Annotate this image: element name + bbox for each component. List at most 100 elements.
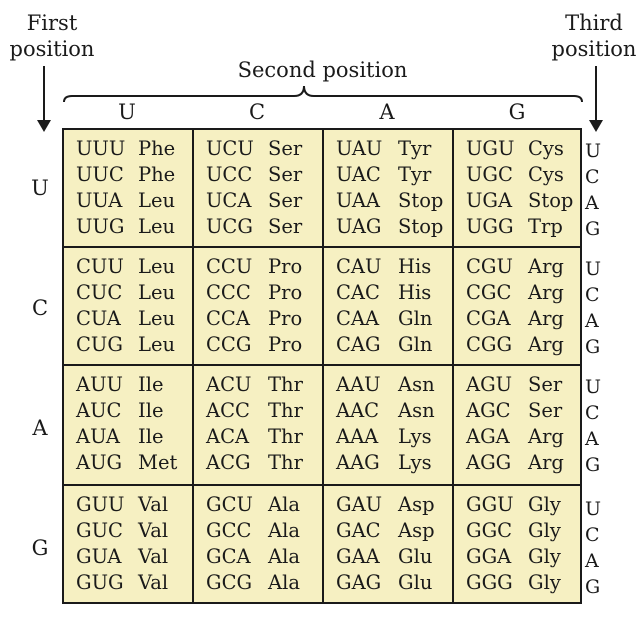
codon-triplet: AGG <box>466 451 512 474</box>
amino-acid: Ser <box>268 215 303 238</box>
amino-acid: Trp <box>528 215 563 238</box>
first-base-a: A <box>32 416 48 440</box>
third-position-label: Third position <box>551 11 637 61</box>
third-base-letter: G <box>585 576 601 598</box>
codon-triplet: UAU <box>336 137 383 160</box>
codon-triplet: UUG <box>76 215 125 238</box>
codon-entry: CUG Leu <box>76 332 192 358</box>
codon-triplet: CUU <box>76 255 124 278</box>
amino-acid: Val <box>138 571 169 594</box>
amino-acid: Thr <box>268 451 303 474</box>
codon-triplet: UGG <box>466 215 514 238</box>
amino-acid: Thr <box>268 425 303 448</box>
third-base-letter: U <box>585 140 602 162</box>
third-base-letter: U <box>585 376 602 398</box>
codon-triplet: GAG <box>336 571 382 594</box>
codon-triplet: CUC <box>76 281 123 304</box>
codon-triplet: CUG <box>76 333 123 356</box>
amino-acid: Stop <box>398 189 444 212</box>
codon-triplet: UAC <box>336 163 381 186</box>
amino-acid: Val <box>138 545 169 568</box>
codon-triplet: GCU <box>206 493 253 516</box>
second-base-g: G <box>508 100 526 124</box>
third-base-letter: G <box>585 454 601 476</box>
first-position-arrow-icon <box>37 66 51 132</box>
codon-triplet: UAA <box>336 189 380 212</box>
codon-entry: GAC Asp <box>336 518 452 544</box>
amino-acid: Arg <box>528 451 564 474</box>
amino-acid: Leu <box>138 333 176 356</box>
amino-acid: Lys <box>398 425 432 448</box>
codon-triplet: GAC <box>336 519 381 542</box>
third-base-letter: C <box>585 524 600 546</box>
codon-triplet: GCA <box>206 545 251 568</box>
amino-acid: His <box>398 255 432 278</box>
third-base-letter: U <box>585 498 602 520</box>
amino-acid: Cys <box>528 137 564 160</box>
second-base-c: C <box>248 100 266 124</box>
amino-acid: Arg <box>528 307 564 330</box>
second-position-label: Second position <box>237 58 408 82</box>
first-base-u: U <box>31 176 49 200</box>
amino-acid: Gln <box>398 333 433 356</box>
amino-acid: Leu <box>138 215 176 238</box>
codon-triplet: UGA <box>466 189 513 212</box>
codon-triplet: GCC <box>206 519 252 542</box>
amino-acid: Ala <box>268 571 300 594</box>
amino-acid: Gly <box>528 545 561 568</box>
amino-acid: Arg <box>528 255 564 278</box>
codon-triplet: UCU <box>206 137 254 160</box>
codon-triplet: UGU <box>466 137 515 160</box>
codon-triplet: ACA <box>206 425 250 448</box>
amino-acid: Asn <box>398 373 435 396</box>
codon-triplet: UGC <box>466 163 513 186</box>
amino-acid: Tyr <box>398 137 432 160</box>
codon-triplet: CCG <box>206 333 252 356</box>
amino-acid: Gly <box>528 493 561 516</box>
codon-triplet: GAA <box>336 545 380 568</box>
codon-triplet: UUU <box>76 137 126 160</box>
amino-acid: Cys <box>528 163 564 186</box>
amino-acid: Leu <box>138 189 176 212</box>
amino-acid: Stop <box>398 215 444 238</box>
first-base-c: C <box>31 296 49 320</box>
amino-acid: Ile <box>138 373 164 396</box>
third-base-letter: C <box>585 166 600 188</box>
amino-acid: Ser <box>268 137 303 160</box>
codon-entry: ACA Thr <box>206 424 322 450</box>
codon-triplet: CCC <box>206 281 251 304</box>
codon-triplet: GGG <box>466 571 513 594</box>
amino-acid: Asp <box>398 519 435 542</box>
amino-acid: Thr <box>268 373 303 396</box>
codon-triplet: ACC <box>206 399 250 422</box>
codon-entry: UGG Trp <box>466 214 580 240</box>
amino-acid: Arg <box>528 333 564 356</box>
codon-triplet: AAA <box>336 425 379 448</box>
amino-acid: Met <box>138 451 178 474</box>
amino-acid: Arg <box>528 425 564 448</box>
codon-triplet: AGU <box>466 373 513 396</box>
